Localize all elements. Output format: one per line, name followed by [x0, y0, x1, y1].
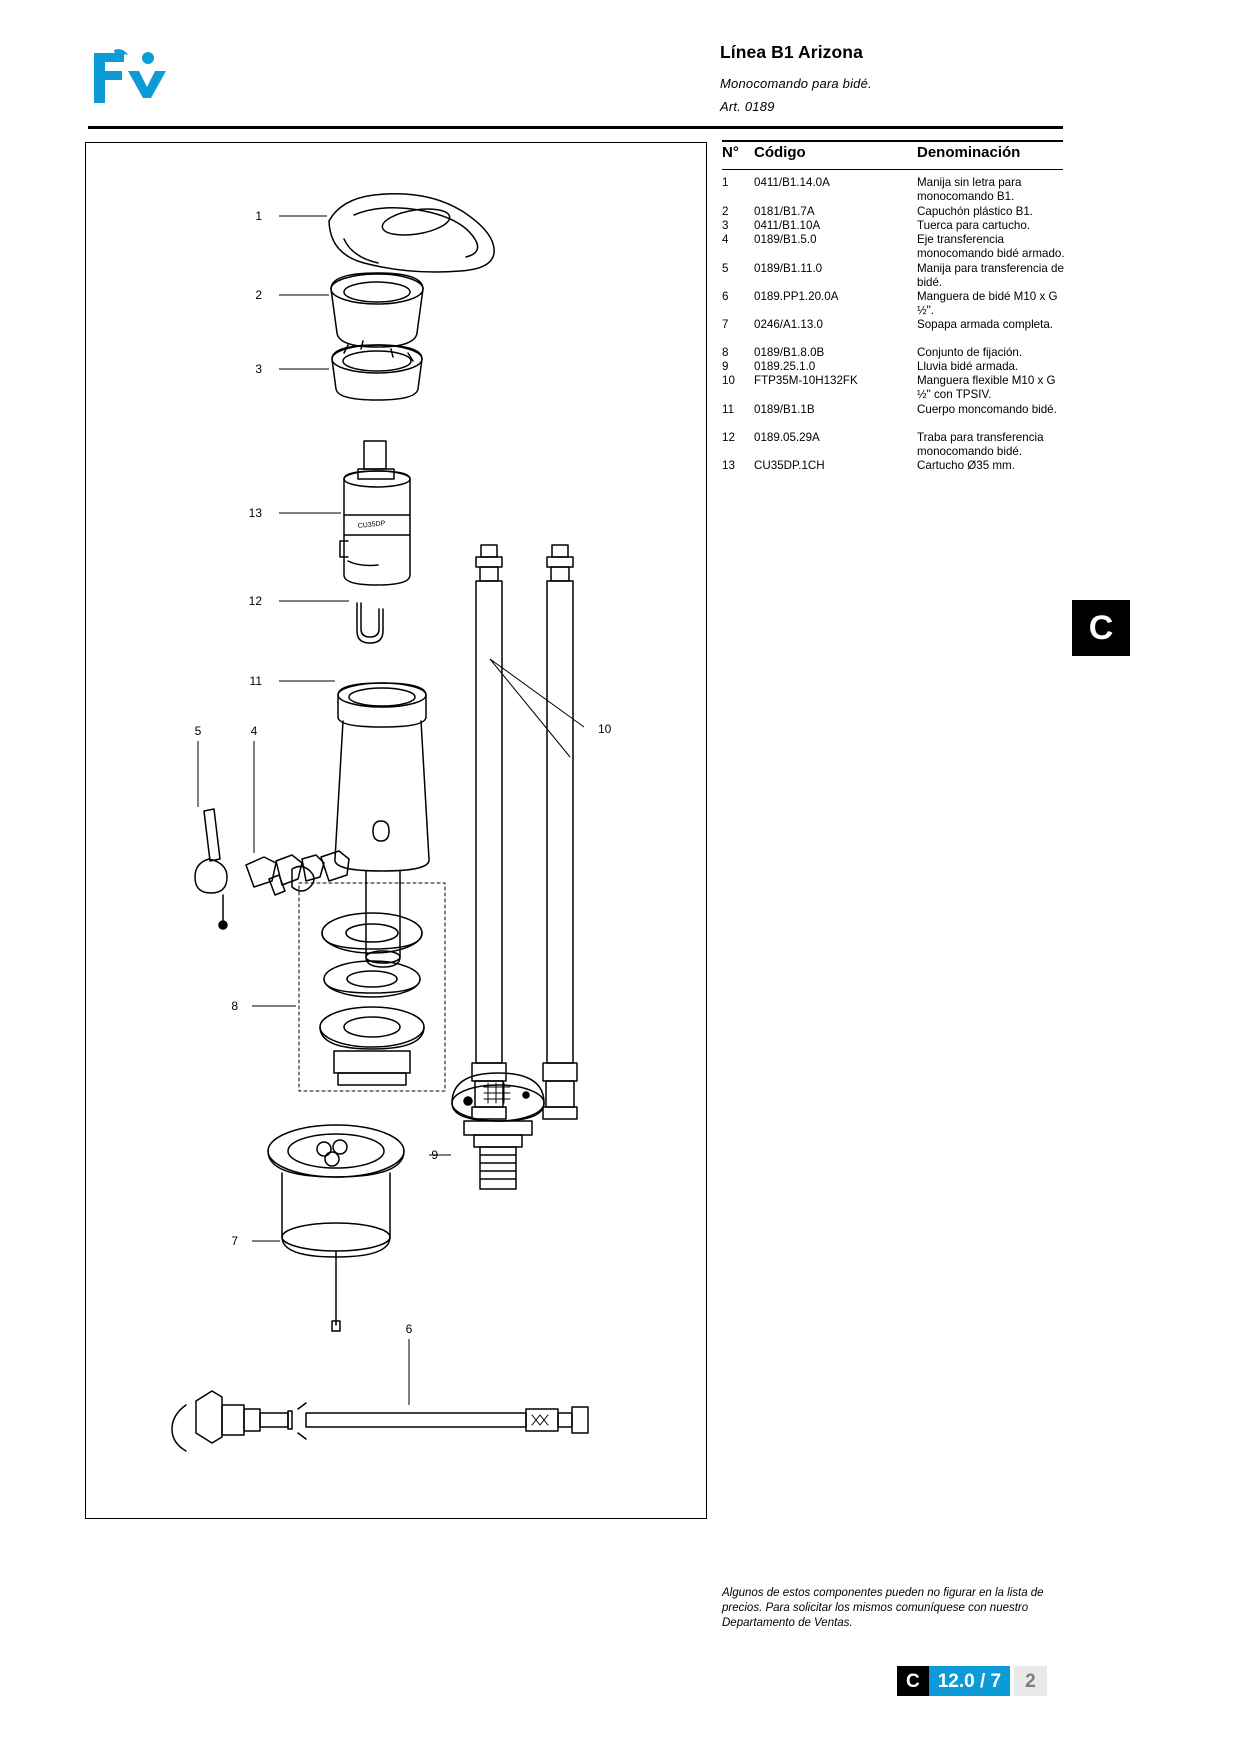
row-number: 2: [722, 205, 729, 218]
row-code: 0246/A1.13.0: [754, 318, 823, 331]
row-number: 4: [722, 233, 729, 246]
row-denomination: Cuerpo moncomando bidé.: [917, 403, 1057, 416]
row-code: 0411/B1.14.0A: [754, 176, 830, 189]
svg-text:7: 7: [231, 1234, 238, 1248]
table-header-row: N° Código Denominación: [722, 144, 1063, 168]
row-number: 9: [722, 360, 729, 373]
row-code: 0189.25.1.0: [754, 360, 816, 373]
row-code: 0411/B1.10A: [754, 219, 821, 232]
row-denomination: Eje transferencia monocomando bidé armad…: [917, 233, 1065, 260]
row-denomination: Tuerca para cartucho.: [917, 219, 1030, 232]
exploded-diagram: CU35DP: [85, 142, 707, 1519]
row-number: 13: [722, 459, 735, 472]
header-divider: [88, 126, 1063, 129]
row-code: 0189/B1.5.0: [754, 233, 817, 246]
row-number: 5: [722, 262, 729, 275]
row-code: 0181/B1.7A: [754, 205, 815, 218]
row-number: 8: [722, 346, 729, 359]
diagram-svg: CU35DP: [171, 192, 612, 1452]
svg-text:4: 4: [251, 724, 258, 738]
parts-table: N° Código Denominación 1 0411/B1.14.0A Man…: [722, 144, 1065, 472]
fv-logo: [88, 47, 168, 103]
svg-text:11: 11: [250, 674, 263, 688]
row-code: 0189/B1.1B: [754, 403, 815, 416]
row-denomination: Sopapa armada completa.: [917, 318, 1053, 331]
svg-text:5: 5: [195, 724, 202, 738]
row-number: 7: [722, 318, 729, 331]
column-header-denomination: Denominación: [917, 144, 1021, 161]
footer-section-letter: C: [897, 1666, 929, 1696]
svg-text:3: 3: [255, 362, 262, 376]
footer-note: Algunos de estos componentes pueden no f…: [722, 1587, 1044, 1629]
row-number: 3: [722, 219, 729, 232]
svg-text:1: 1: [255, 209, 262, 223]
row-denomination: Lluvia bidé armada.: [917, 360, 1019, 373]
row-code: 0189/B1.8.0B: [754, 346, 825, 359]
row-denomination: Manija para transferencia de bidé.: [917, 262, 1064, 289]
row-denomination: Manija sin letra para monocomando B1.: [917, 176, 1022, 203]
column-header-code: Código: [754, 144, 806, 161]
row-code: 0189.PP1.20.0A: [754, 290, 839, 303]
svg-text:10: 10: [598, 722, 612, 736]
row-number: 12: [722, 431, 735, 444]
footer-sheet-number: 12.0 / 7: [928, 1666, 1011, 1696]
article-number: Art. 0189: [720, 99, 775, 114]
row-denomination: Manguera de bidé M10 x G ½".: [917, 290, 1058, 317]
row-number: 1: [722, 176, 729, 189]
section-tab-c: C: [1072, 600, 1130, 656]
page-subtitle: Monocomando para bidé.: [720, 76, 872, 91]
row-denomination: Conjunto de fijación.: [917, 346, 1023, 359]
svg-text:2: 2: [255, 288, 262, 302]
svg-text:13: 13: [249, 506, 263, 520]
svg-text:9: 9: [431, 1148, 438, 1162]
row-denomination: Capuchón plástico B1.: [917, 205, 1034, 218]
page-title: Línea B1 Arizona: [720, 42, 863, 62]
svg-text:12: 12: [249, 594, 263, 608]
column-header-number: N°: [722, 144, 739, 161]
svg-text:6: 6: [406, 1322, 413, 1336]
row-code: FTP35M-10H132FK: [754, 374, 858, 387]
page-footer-badge: C 12.0 / 7 2: [897, 1666, 1047, 1696]
row-number: 11: [722, 403, 735, 416]
svg-text:CU35DP: CU35DP: [357, 520, 386, 530]
row-denomination: Cartucho Ø35 mm.: [917, 459, 1015, 472]
footer-page-number: 2: [1014, 1666, 1047, 1696]
svg-text:8: 8: [231, 999, 238, 1013]
row-denomination: Traba para transferencia monocomando bid…: [917, 431, 1044, 458]
row-code: 0189.05.29A: [754, 431, 820, 444]
row-number: 10: [722, 374, 735, 387]
row-code: CU35DP.1CH: [754, 459, 825, 472]
row-denomination: Manguera flexible M10 x G ½" con TPSIV.: [917, 374, 1056, 401]
row-code: 0189/B1.11.0: [754, 262, 823, 275]
table-top-rule: [722, 140, 1063, 142]
row-number: 6: [722, 290, 729, 303]
table-header-rule: [722, 169, 1063, 171]
